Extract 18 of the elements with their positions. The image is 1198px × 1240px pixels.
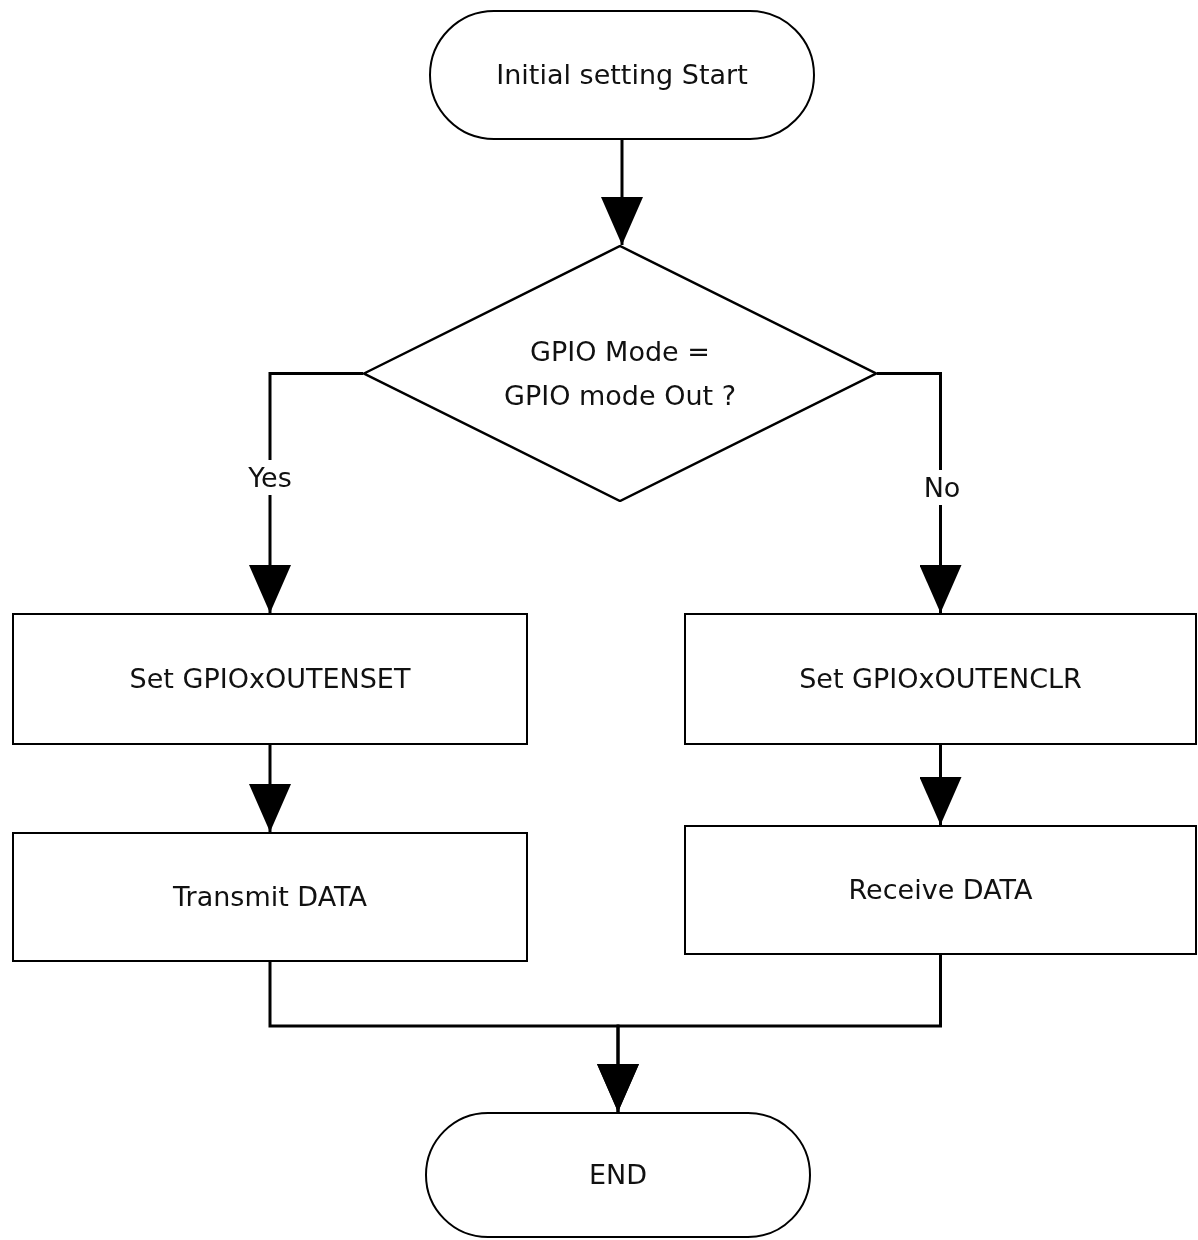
arrow: [249, 745, 291, 832]
arrow: [601, 140, 643, 245]
arrow: [919, 745, 962, 825]
node-label: END: [588, 1158, 648, 1193]
node-label: Set GPIOxOUTENCLR: [799, 662, 1082, 697]
decision-diamond: [363, 245, 877, 502]
arrow: [597, 955, 942, 1112]
node-label: Set GPIOxOUTENSET: [129, 662, 411, 697]
node-label: GPIO Mode = GPIO mode Out ?: [503, 335, 737, 413]
arrow: [877, 372, 962, 613]
process-box: [684, 825, 1197, 955]
process-box: [12, 832, 528, 962]
node-label: Initial setting Start: [496, 58, 748, 93]
node-label: Receive DATA: [848, 873, 1033, 908]
process-box: [12, 613, 528, 745]
node-label: Transmit DATA: [173, 880, 367, 915]
process-box: [684, 613, 1197, 745]
arrow: [249, 372, 363, 613]
